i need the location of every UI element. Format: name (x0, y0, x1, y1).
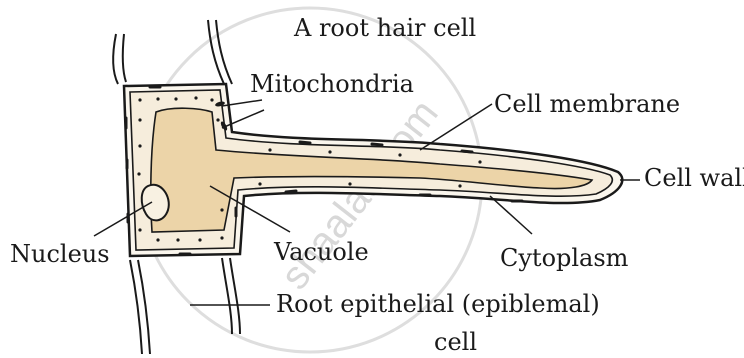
label-cell-membrane: Cell membrane (494, 90, 680, 118)
lower-epidermal-cell (130, 258, 240, 354)
label-cytoplasm: Cytoplasm (500, 244, 629, 272)
label-epithelial-line1: Root epithelial (epiblemal) (276, 290, 600, 318)
label-epithelial-line2: cell (434, 328, 477, 356)
diagram-title: A root hair cell (293, 14, 476, 42)
label-cell-wall: Cell wall (644, 164, 744, 192)
nucleus (142, 185, 169, 221)
label-vacuole: Vacuole (273, 238, 369, 266)
label-nucleus: Nucleus (10, 240, 110, 268)
label-mitochondria: Mitochondria (250, 70, 414, 98)
